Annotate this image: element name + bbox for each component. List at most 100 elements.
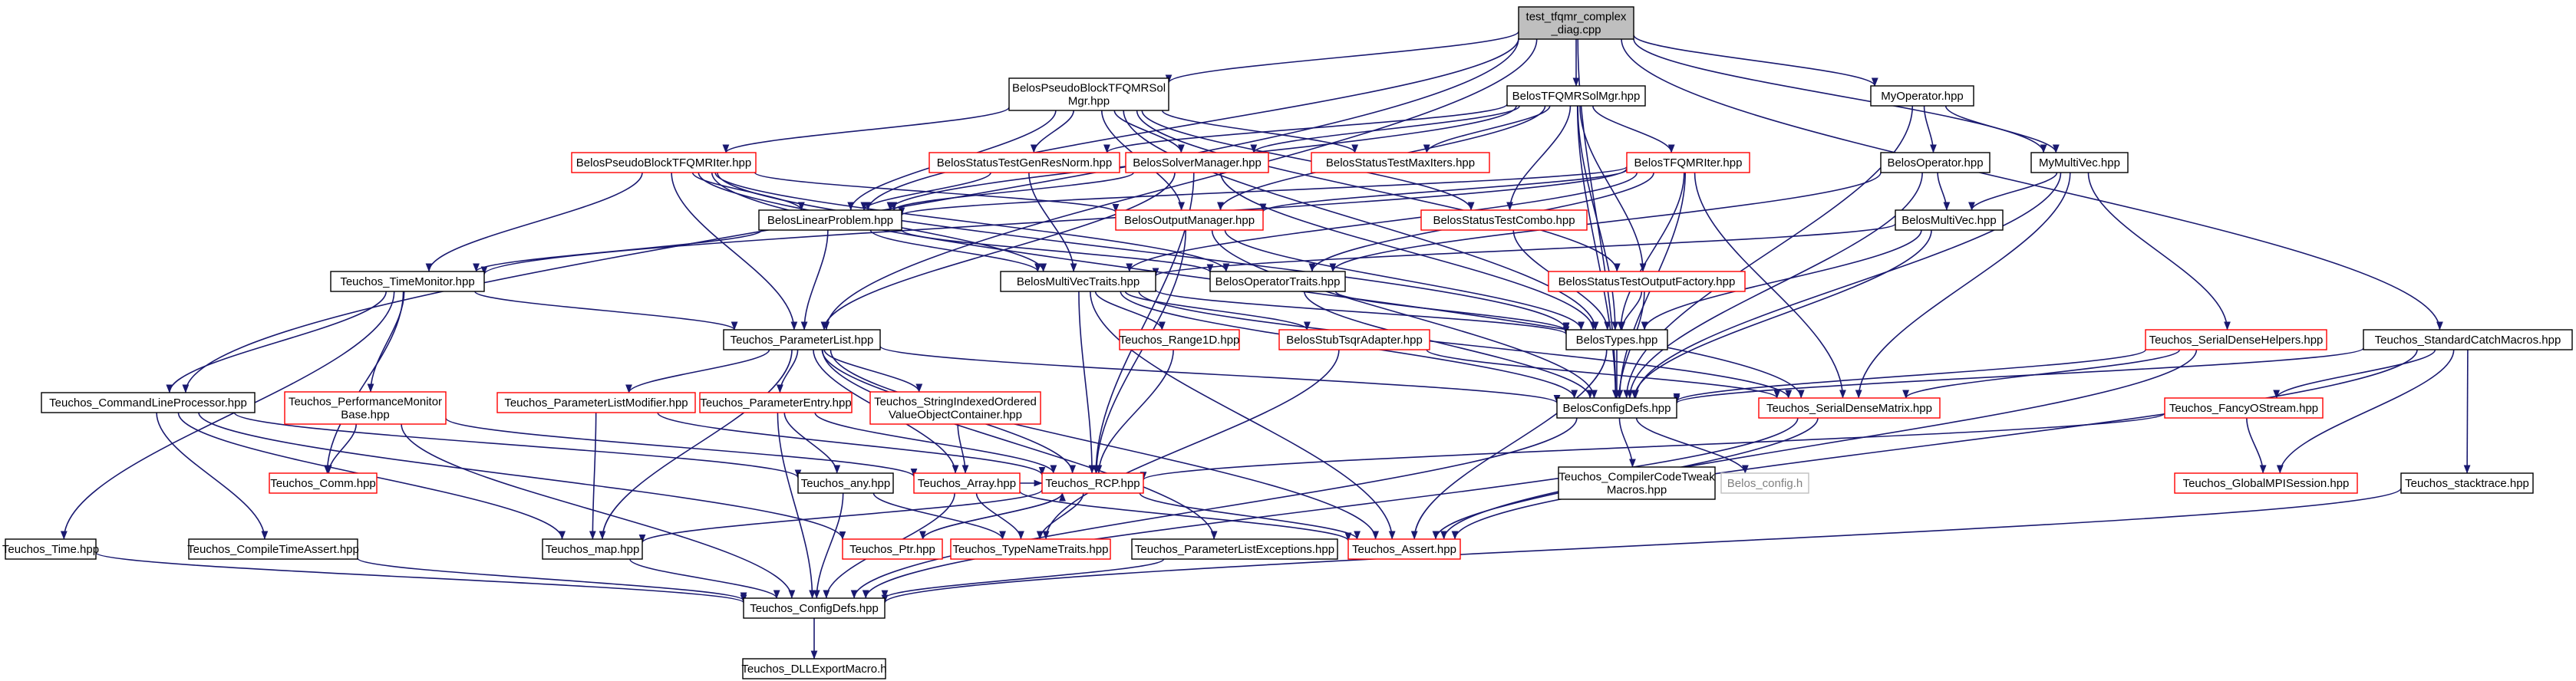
node-box[interactable] (1518, 6, 1634, 40)
node-box[interactable] (1720, 472, 1809, 494)
node-dllexport[interactable]: Teuchos_DLLExportMacro.h (741, 658, 887, 679)
node-box[interactable] (1278, 329, 1430, 350)
node-box[interactable] (742, 658, 886, 679)
node-box[interactable] (41, 392, 256, 413)
node-box[interactable] (2030, 152, 2129, 173)
node-box[interactable] (1758, 397, 1941, 419)
node-box[interactable] (723, 329, 881, 350)
node-serialdensehelpers[interactable]: Teuchos_SerialDenseHelpers.hpp (2145, 329, 2327, 350)
node-fancyostream[interactable]: Teuchos_FancyOStream.hpp (2164, 397, 2324, 419)
node-box[interactable] (2363, 329, 2573, 350)
node-box[interactable] (1870, 85, 1974, 107)
node-mymultivec[interactable]: MyMultiVec.hpp (2030, 152, 2129, 173)
node-box[interactable] (1119, 329, 1240, 350)
node-box[interactable] (1008, 77, 1169, 111)
node-box[interactable] (269, 472, 378, 494)
node-combo[interactable]: BelosStatusTestCombo.hpp (1420, 209, 1588, 231)
node-paramentry[interactable]: Teuchos_ParameterEntry.hpp (699, 392, 853, 413)
node-outputfactory[interactable]: BelosStatusTestOutputFactory.hpp (1548, 271, 1746, 292)
node-multivectraits[interactable]: BelosMultiVecTraits.hpp (1000, 271, 1156, 292)
node-belostypes[interactable]: BelosTypes.hpp (1565, 329, 1668, 350)
node-box[interactable] (571, 152, 757, 173)
node-comm[interactable]: Teuchos_Comm.hpp (269, 472, 378, 494)
node-tfqmriter[interactable]: BelosTFQMRIter.hpp (1626, 152, 1750, 173)
node-box[interactable] (913, 472, 1021, 494)
node-box[interactable] (1347, 538, 1461, 560)
node-box[interactable] (758, 209, 902, 231)
node-box[interactable] (2145, 329, 2327, 350)
node-range1d[interactable]: Teuchos_Range1D.hpp (1119, 329, 1240, 350)
node-linearproblem[interactable]: BelosLinearProblem.hpp (758, 209, 902, 231)
node-box[interactable] (284, 391, 447, 425)
node-box[interactable] (1420, 209, 1588, 231)
node-root[interactable]: test_tfqmr_complex_diag.cpp (1518, 6, 1634, 40)
node-strindexed[interactable]: Teuchos_StringIndexedOrderedValueObjectC… (869, 391, 1041, 425)
node-stdcatch[interactable]: Teuchos_StandardCatchMacros.hpp (2363, 329, 2573, 350)
node-box[interactable] (928, 152, 1120, 173)
node-box[interactable] (842, 538, 943, 560)
node-box[interactable] (1311, 152, 1490, 173)
node-box[interactable] (1506, 85, 1646, 107)
node-box[interactable] (1125, 152, 1269, 173)
node-box[interactable] (797, 472, 894, 494)
node-assert[interactable]: Teuchos_Assert.hpp (1347, 538, 1461, 560)
node-box[interactable] (950, 538, 1111, 560)
node-plexceptions[interactable]: Teuchos_ParameterListExceptions.hpp (1131, 538, 1338, 560)
node-box[interactable] (188, 538, 358, 560)
node-outputmanager[interactable]: BelosOutputManager.hpp (1115, 209, 1264, 231)
node-myoperator[interactable]: MyOperator.hpp (1870, 85, 1974, 107)
node-box[interactable] (1548, 271, 1746, 292)
node-solvermanager[interactable]: BelosSolverManager.hpp (1125, 152, 1269, 173)
node-time[interactable]: Teuchos_Time.hpp (2, 538, 99, 560)
node-belosconfigh[interactable]: Belos_config.h (1720, 472, 1809, 494)
node-stubtsqr[interactable]: BelosStubTsqrAdapter.hpp (1278, 329, 1430, 350)
node-box[interactable] (1558, 466, 1716, 500)
node-map[interactable]: Teuchos_map.hpp (542, 538, 643, 560)
node-box[interactable] (2174, 472, 2358, 494)
node-plmodifier[interactable]: Teuchos_ParameterListModifier.hpp (496, 392, 696, 413)
node-box[interactable] (2400, 472, 2534, 494)
node-rcp[interactable]: Teuchos_RCP.hpp (1041, 472, 1144, 494)
node-any[interactable]: Teuchos_any.hpp (797, 472, 894, 494)
node-box[interactable] (869, 391, 1041, 425)
node-box[interactable] (2164, 397, 2324, 419)
node-box[interactable] (330, 271, 485, 292)
node-box[interactable] (1209, 271, 1346, 292)
node-maxiters[interactable]: BelosStatusTestMaxIters.hpp (1311, 152, 1490, 173)
node-box[interactable] (743, 597, 886, 619)
node-ptr[interactable]: Teuchos_Ptr.hpp (842, 538, 943, 560)
node-array[interactable]: Teuchos_Array.hpp (913, 472, 1021, 494)
node-compiletime[interactable]: Teuchos_CompileTimeAssert.hpp (187, 538, 359, 560)
node-box[interactable] (542, 538, 643, 560)
node-operatortraits[interactable]: BelosOperatorTraits.hpp (1209, 271, 1346, 292)
node-cmdline[interactable]: Teuchos_CommandLineProcessor.hpp (41, 392, 256, 413)
node-belosconfigdefs[interactable]: BelosConfigDefs.hpp (1556, 397, 1677, 419)
node-parameterlist[interactable]: Teuchos_ParameterList.hpp (723, 329, 881, 350)
node-box[interactable] (699, 392, 853, 413)
node-teuchosconfigdefs[interactable]: Teuchos_ConfigDefs.hpp (743, 597, 886, 619)
node-box[interactable] (1626, 152, 1750, 173)
node-stacktrace[interactable]: Teuchos_stacktrace.hpp (2400, 472, 2534, 494)
node-tfqmrsolmgr[interactable]: BelosTFQMRSolMgr.hpp (1506, 85, 1646, 107)
node-globalmpi[interactable]: Teuchos_GlobalMPISession.hpp (2174, 472, 2358, 494)
node-box[interactable] (1880, 152, 1991, 173)
node-box[interactable] (1000, 271, 1156, 292)
node-belosmultivec[interactable]: BelosMultiVec.hpp (1895, 209, 2004, 231)
node-box[interactable] (1115, 209, 1264, 231)
node-box[interactable] (496, 392, 696, 413)
node-box[interactable] (5, 538, 97, 560)
node-box[interactable] (1556, 397, 1677, 419)
node-timemonitor[interactable]: Teuchos_TimeMonitor.hpp (330, 271, 485, 292)
node-box[interactable] (1041, 472, 1144, 494)
node-box[interactable] (1131, 538, 1338, 560)
node-gennorm[interactable]: BelosStatusTestGenResNorm.hpp (928, 152, 1120, 173)
node-belosoperator[interactable]: BelosOperator.hpp (1880, 152, 1991, 173)
node-pbtfqmriter[interactable]: BelosPseudoBlockTFQMRIter.hpp (571, 152, 757, 173)
node-typenametraits[interactable]: Teuchos_TypeNameTraits.hpp (950, 538, 1111, 560)
node-box[interactable] (1565, 329, 1668, 350)
node-box[interactable] (1895, 209, 2004, 231)
node-serialdensematrix[interactable]: Teuchos_SerialDenseMatrix.hpp (1758, 397, 1941, 419)
